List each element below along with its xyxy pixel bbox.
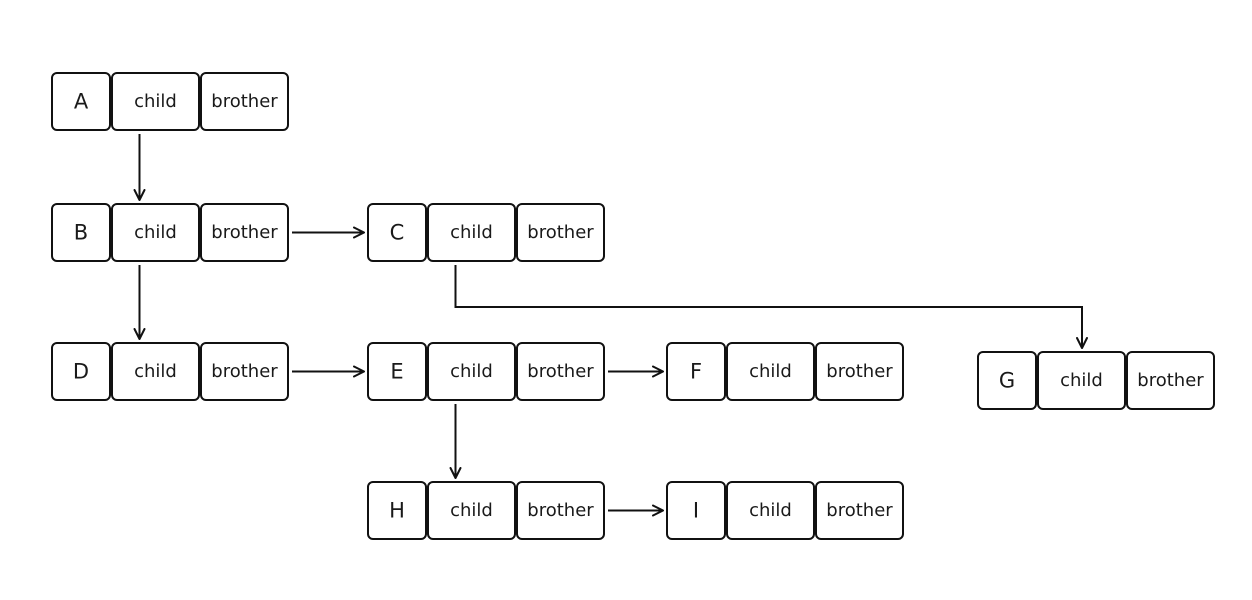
child-pointer-field-label: child xyxy=(1060,370,1103,391)
node-key-box xyxy=(367,342,427,401)
child-pointer-field-box xyxy=(111,203,200,262)
child-pointer-field-label: child xyxy=(134,91,177,112)
brother-pointer-field-box xyxy=(815,481,904,540)
node-key-label: D xyxy=(73,360,89,384)
node-key-box xyxy=(367,481,427,540)
brother-pointer-field-box xyxy=(516,481,605,540)
edge-c-to-g-arrow xyxy=(454,265,1088,349)
child-pointer-field-label: child xyxy=(450,222,493,243)
child-pointer-field-box xyxy=(111,72,200,131)
brother-pointer-field-box xyxy=(200,72,289,131)
node-key-label: I xyxy=(693,499,699,523)
child-pointer-field-box xyxy=(1037,351,1126,410)
brother-pointer-field-label: brother xyxy=(527,361,594,382)
node-key-box xyxy=(51,342,111,401)
node-key-box xyxy=(367,203,427,262)
child-pointer-field-label: child xyxy=(450,361,493,382)
node-key-label: C xyxy=(390,221,405,245)
node-key-label: H xyxy=(389,499,405,523)
brother-pointer-field-label: brother xyxy=(527,500,594,521)
brother-pointer-field-label: brother xyxy=(1137,370,1204,391)
brother-pointer-field-label: brother xyxy=(211,361,278,382)
brother-pointer-field-label: brother xyxy=(826,500,893,521)
brother-pointer-field-label: brother xyxy=(211,222,278,243)
node-key-box xyxy=(977,351,1037,410)
child-pointer-field-label: child xyxy=(134,361,177,382)
node-key-label: G xyxy=(999,369,1015,393)
brother-pointer-field-box xyxy=(815,342,904,401)
child-pointer-field-label: child xyxy=(749,500,792,521)
node-key-box xyxy=(666,342,726,401)
child-pointer-field-box xyxy=(726,481,815,540)
node-key-label: F xyxy=(690,360,702,384)
edge-layer xyxy=(133,134,1088,517)
node-key-box xyxy=(51,203,111,262)
child-pointer-field-box xyxy=(726,342,815,401)
node-key-label: A xyxy=(74,90,89,114)
brother-pointer-field-box xyxy=(516,342,605,401)
node-key-label: E xyxy=(390,360,403,384)
brother-pointer-field-label: brother xyxy=(527,222,594,243)
child-pointer-field-label: child xyxy=(134,222,177,243)
brother-pointer-field-label: brother xyxy=(211,91,278,112)
child-pointer-field-box xyxy=(427,342,516,401)
node-key-box xyxy=(666,481,726,540)
brother-pointer-field-box xyxy=(1126,351,1215,410)
child-pointer-field-box xyxy=(111,342,200,401)
brother-pointer-field-box xyxy=(200,203,289,262)
child-pointer-field-box xyxy=(427,481,516,540)
child-pointer-field-box xyxy=(427,203,516,262)
node-key-label: B xyxy=(74,221,88,245)
child-pointer-field-label: child xyxy=(450,500,493,521)
brother-pointer-field-label: brother xyxy=(826,361,893,382)
child-pointer-field-label: child xyxy=(749,361,792,382)
brother-pointer-field-box xyxy=(516,203,605,262)
node-key-box xyxy=(51,72,111,131)
brother-pointer-field-box xyxy=(200,342,289,401)
